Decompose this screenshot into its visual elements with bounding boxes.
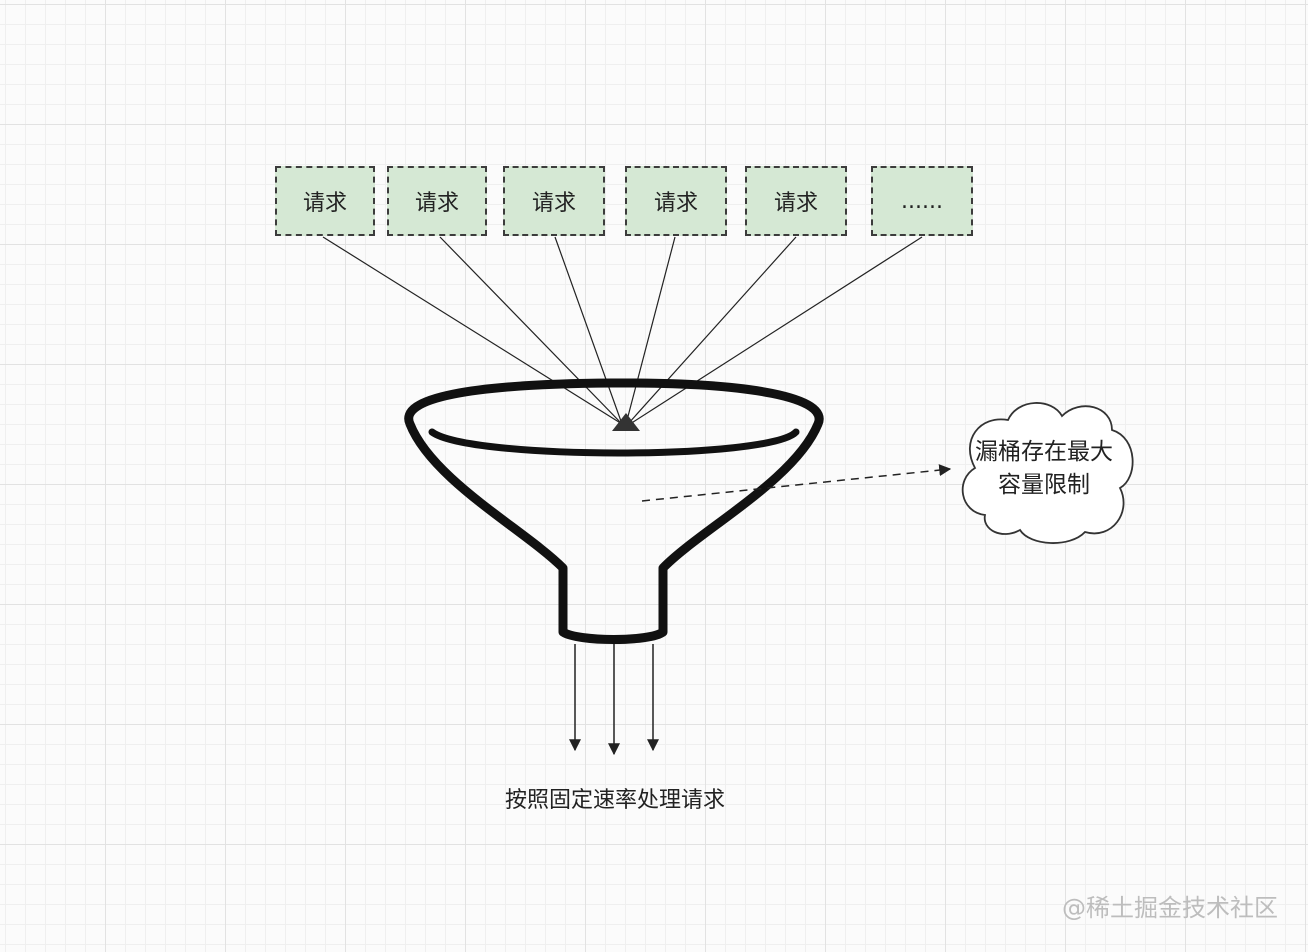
request-box: 请求 bbox=[625, 166, 727, 236]
request-label: 请求 bbox=[773, 191, 818, 216]
request-line bbox=[554, 236, 623, 425]
capacity-cloud bbox=[961, 402, 1134, 544]
funnel-body bbox=[404, 378, 824, 644]
request-line bbox=[629, 236, 923, 425]
request-box: 请求 bbox=[275, 166, 375, 236]
funnel-inner-rim bbox=[428, 428, 800, 457]
request-box: 请求 bbox=[503, 166, 605, 236]
convergence-point bbox=[612, 413, 640, 431]
request-box: 请求 bbox=[745, 166, 847, 236]
request-label: 请求 bbox=[653, 191, 698, 216]
request-line bbox=[627, 236, 797, 425]
capacity-arrow bbox=[641, 464, 952, 502]
output-label: 按照固定速率处理请求 bbox=[504, 788, 725, 813]
bucket-limit-label: 漏桶存在最大容量限制 bbox=[975, 439, 1113, 498]
funnel bbox=[404, 378, 824, 644]
request-label: ...... bbox=[901, 188, 943, 214]
request-label: 请求 bbox=[302, 191, 347, 216]
request-box: ...... bbox=[871, 166, 973, 236]
output-arrows bbox=[569, 644, 659, 756]
watermark: @稀土掘金技术社区 bbox=[1062, 894, 1278, 922]
request-line bbox=[625, 236, 676, 425]
request-box: 请求 bbox=[387, 166, 487, 236]
request-line bbox=[439, 236, 623, 425]
request-line bbox=[322, 236, 623, 425]
request-lines bbox=[322, 236, 923, 425]
request-label: 请求 bbox=[531, 191, 576, 216]
request-label: 请求 bbox=[414, 191, 459, 216]
